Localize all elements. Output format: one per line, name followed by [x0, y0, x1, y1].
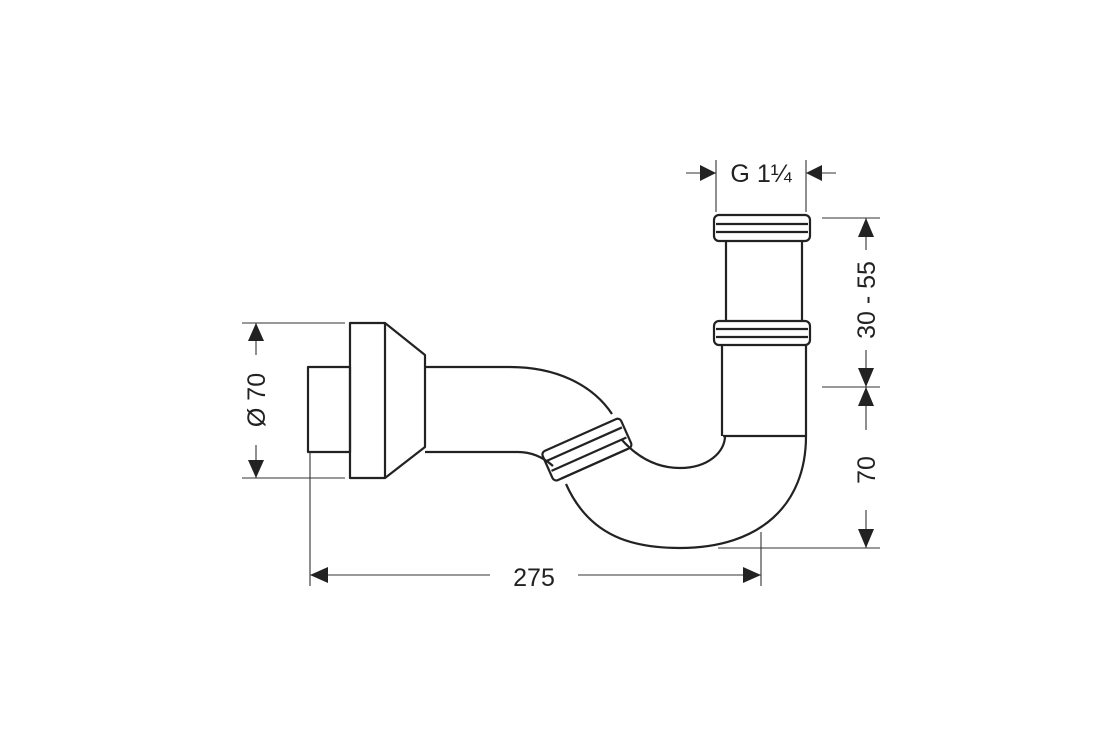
arrow-down-icon: [248, 460, 264, 478]
arrow-down-icon: [858, 529, 874, 548]
arrow-left-icon: [310, 567, 328, 583]
u-bend: [564, 434, 808, 550]
wall-plug: [306, 365, 352, 454]
flange-diameter-dimension: Ø 70: [242, 322, 345, 479]
arrow-up-icon: [858, 387, 874, 406]
height-dimensions: 30 - 55 70: [718, 217, 881, 549]
union-nut: [541, 417, 633, 482]
lower-collar: [712, 319, 812, 347]
horizontal-pipe: [425, 365, 613, 467]
flange-rosette: [348, 321, 387, 480]
flange-cone: [384, 322, 427, 479]
arrow-up-icon: [248, 323, 264, 341]
trap-depth-label: 70: [853, 456, 881, 484]
thread-label: G 1¼: [730, 160, 792, 188]
arrow-right-icon: [700, 165, 716, 181]
arrow-up-icon: [858, 218, 874, 237]
wall-flange: [306, 321, 427, 480]
vertical-pipe: [712, 213, 812, 436]
diameter-label: Ø 70: [243, 373, 271, 427]
length-dimension: 275: [309, 452, 762, 592]
arrow-left-icon: [806, 165, 822, 181]
arrow-down-icon: [858, 368, 874, 387]
inlet-height-label: 30 - 55: [853, 261, 881, 339]
thread-dimension: G 1¼: [686, 160, 836, 212]
length-label: 275: [513, 564, 555, 592]
arrow-right-icon: [743, 567, 761, 583]
top-nut: [712, 213, 812, 243]
